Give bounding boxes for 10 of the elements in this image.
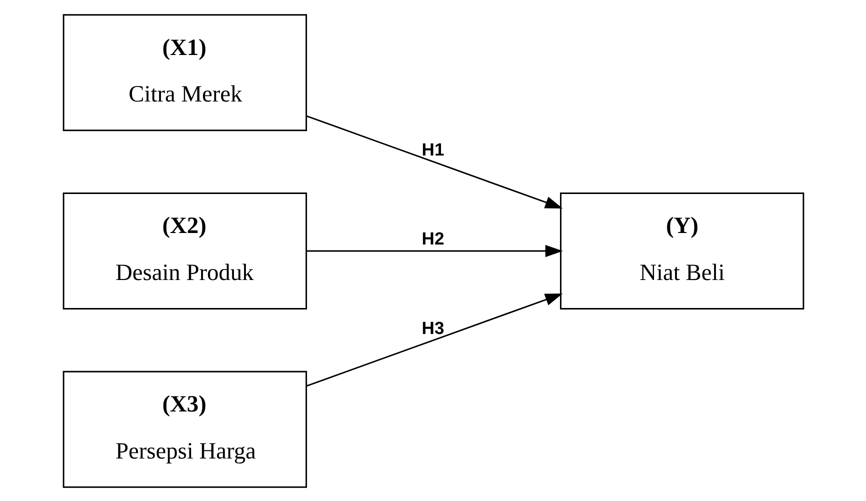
node-box: (X1) Citra Merek [62, 14, 307, 131]
node-box: (X3) Persepsi Harga [62, 370, 307, 488]
node-box: (Y) Niat Beli [559, 192, 804, 309]
arrow [306, 244, 562, 257]
arrow [306, 293, 562, 386]
arrow [306, 114, 562, 208]
node-box: (X2) Desain Produk [62, 192, 307, 309]
edge-label: H2 [421, 228, 444, 248]
edge-label: H1 [421, 138, 444, 159]
edge-label: H3 [421, 317, 444, 338]
